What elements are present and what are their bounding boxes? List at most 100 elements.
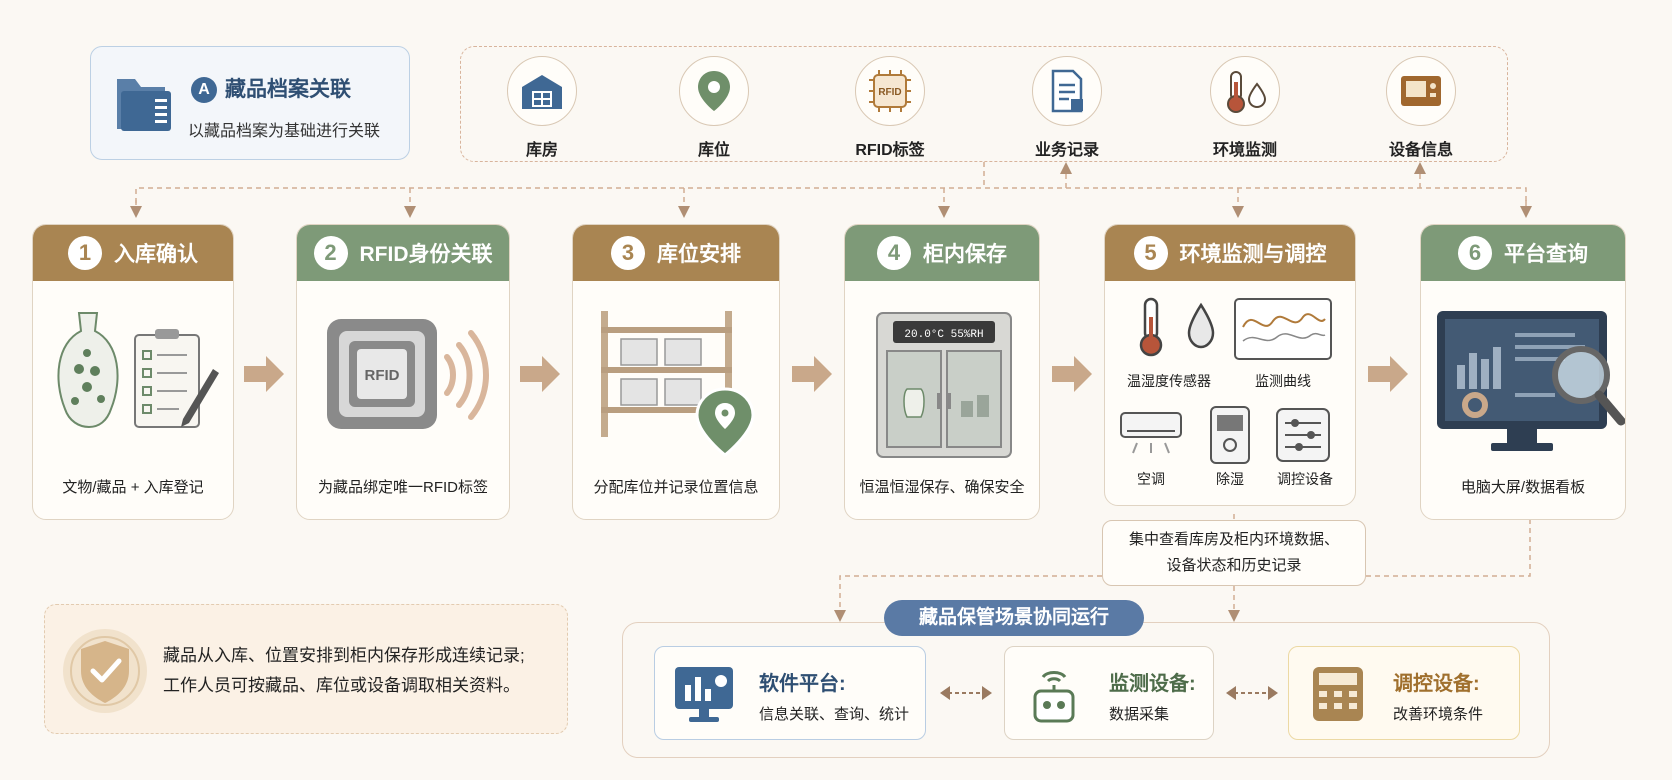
entity-rfid: RFID RFID标签 [835, 56, 945, 160]
item-label: 除湿 [1216, 471, 1244, 487]
device-icon [1401, 76, 1441, 106]
control-device-icon [1276, 408, 1330, 462]
step-5-card: 5 环境监测与调控 温湿度传感器 监测曲线 空调 除湿 调控设备 [1104, 224, 1356, 506]
step-caption: 电脑大屏/数据看板 [1460, 479, 1586, 496]
monitoring-device-card: 监测设备: 数据采集 [1004, 646, 1214, 740]
step-caption: 恒温恒湿保存、确保安全 [859, 479, 1025, 496]
step-header: 2 RFID身份关联 [297, 225, 509, 281]
step-3-card: 3 库位安排 分配库位并记录位置信息 [572, 224, 780, 520]
step-caption: 文物/藏品 + 入库登记 [62, 479, 204, 496]
step-4-card: 4 柜内保存 20.0°C 55%RH 恒温恒湿保存、确保安全 [844, 224, 1040, 520]
document-record-icon [1051, 69, 1083, 113]
control-device-card: 调控设备: 改善环境条件 [1288, 646, 1520, 740]
location-pin-icon [698, 71, 730, 111]
step-number: 3 [611, 236, 645, 270]
folder-icon [117, 79, 171, 131]
entity-environment-monitoring: 环境监测 [1190, 56, 1300, 160]
flow-arrow-icon [792, 356, 832, 392]
item-label: 调控设备 [1277, 471, 1333, 487]
warehouse-icon [522, 75, 562, 109]
step-title: 柜内保存 [923, 243, 1007, 266]
info-text: 藏品从入库、位置安排到柜内保存形成连续记录; 工作人员可按藏品、库位或设备调取相… [163, 641, 525, 701]
rfid-chip-text: RFID [878, 87, 901, 98]
bidirectional-arrow-icon [1226, 686, 1278, 700]
shield-check-icon [63, 629, 147, 713]
step-caption: 为藏品绑定唯一RFID标签 [318, 479, 488, 496]
step-number: 4 [877, 236, 911, 270]
card-subtitle: 数据采集 [1109, 706, 1170, 723]
step-header: 5 环境监测与调控 [1105, 225, 1355, 281]
vase-clipboard-icon [57, 312, 219, 429]
flow-arrow-icon [1052, 356, 1092, 392]
sensor-robot-icon [1033, 671, 1075, 723]
note-line-2: 设备状态和历史记录 [1166, 557, 1302, 574]
storage-cabinet-icon: 20.0°C 55%RH [876, 312, 1012, 458]
card-title: 调控设备: [1393, 673, 1480, 695]
analytics-monitor-icon [675, 667, 733, 722]
card-subtitle: 信息关联、查询、统计 [759, 706, 910, 723]
step-title: 库位安排 [657, 243, 741, 266]
step-number: 6 [1458, 236, 1492, 270]
entity-label: 库位 [697, 142, 730, 159]
software-platform-card: 软件平台: 信息关联、查询、统计 [654, 646, 926, 740]
dehumidifier-icon [1210, 406, 1250, 464]
linked-entities-box [460, 46, 1508, 162]
entity-label: 环境监测 [1212, 142, 1277, 159]
item-label: 温湿度传感器 [1127, 373, 1211, 389]
item-label: 监测曲线 [1255, 373, 1311, 389]
entity-warehouse: 库房 [487, 56, 597, 160]
step-title: 入库确认 [114, 243, 198, 266]
collaboration-title: 藏品保管场景协同运行 [884, 600, 1144, 636]
rfid-chip-icon: RFID [869, 70, 911, 112]
thermometer-droplet-icon [1227, 71, 1267, 113]
step-number: 2 [313, 236, 348, 270]
temperature-humidity-sensor-icon [1139, 297, 1215, 357]
entity-location: 库位 [659, 56, 769, 160]
step-header: 3 库位安排 [573, 225, 779, 281]
archive-title: A 藏品档案关联 [191, 73, 351, 103]
step-1-card: 1 入库确认 文物/藏品 + 入库登记 [32, 224, 234, 520]
rfid-tag-text: RFID [365, 367, 400, 384]
info-line-1: 藏品从入库、位置安排到柜内保存形成连续记录; [163, 646, 525, 665]
archive-subtitle: 以藏品档案为基础进行关联 [188, 123, 381, 140]
shelf-location-icon [601, 311, 755, 457]
info-line-2: 工作人员可按藏品、库位或设备调取相关资料。 [163, 676, 520, 695]
archive-badge: A [191, 77, 217, 103]
step-header: 4 柜内保存 [845, 225, 1039, 281]
entity-device-info: 设备信息 [1366, 56, 1476, 160]
card-title: 监测设备: [1109, 673, 1196, 695]
archive-title-text: 藏品档案关联 [225, 78, 351, 101]
monitoring-curve-icon [1234, 298, 1332, 360]
step-caption: 分配库位并记录位置信息 [593, 479, 759, 496]
flow-arrow-icon [1368, 356, 1408, 392]
entity-business-record: 业务记录 [1012, 56, 1122, 160]
cabinet-display-text: 20.0°C 55%RH [904, 329, 983, 341]
air-conditioner-icon [1120, 412, 1182, 454]
archive-association-card: A 藏品档案关联 以藏品档案为基础进行关联 [90, 46, 410, 160]
flow-arrow-icon [520, 356, 560, 392]
platform-note: 集中查看库房及柜内环境数据、 设备状态和历史记录 [1102, 520, 1366, 586]
entity-label: 业务记录 [1034, 142, 1099, 159]
step-6-card: 6 平台查询 电脑大屏/数据看板 [1420, 224, 1626, 520]
info-box: 藏品从入库、位置安排到柜内保存形成连续记录; 工作人员可按藏品、库位或设备调取相… [44, 604, 568, 734]
step-title: 环境监测与调控 [1179, 243, 1327, 266]
step-number: 1 [68, 236, 102, 270]
step-2-card: 2 RFID身份关联 RFID 为藏品绑定唯一RFID标签 [296, 224, 510, 520]
entity-label: 设备信息 [1388, 142, 1453, 159]
step-title: RFID身份关联 [359, 243, 493, 266]
card-title: 软件平台: [759, 673, 846, 695]
step-title: 平台查询 [1504, 243, 1588, 266]
step-header: 6 平台查询 [1421, 225, 1625, 281]
note-line-1: 集中查看库房及柜内环境数据、 [1128, 531, 1339, 548]
step-number: 5 [1133, 236, 1168, 270]
computer-dashboard-icon [1437, 311, 1625, 451]
control-panel-icon [1313, 667, 1363, 721]
flow-arrow-icon [244, 356, 284, 392]
entity-label: 库房 [525, 142, 558, 159]
bidirectional-arrow-icon [940, 686, 992, 700]
rfid-tag-icon: RFID [327, 319, 489, 429]
entity-label: RFID标签 [855, 142, 925, 159]
step-header: 1 入库确认 [33, 225, 233, 281]
item-label: 空调 [1137, 471, 1165, 487]
card-subtitle: 改善环境条件 [1393, 706, 1484, 723]
